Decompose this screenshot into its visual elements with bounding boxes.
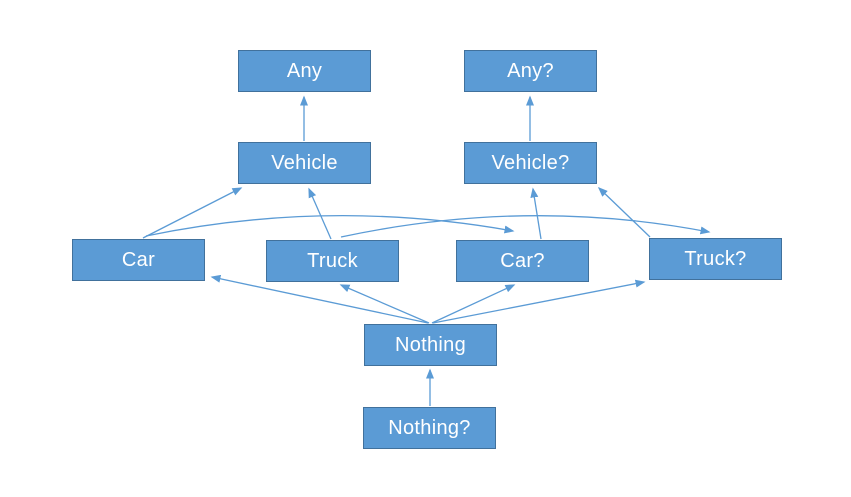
node-label-truck_q: Truck? <box>684 247 747 270</box>
edge-car-to-car_q <box>145 215 515 237</box>
node-nothing: Nothing <box>364 324 497 366</box>
edge-nothing-to-car <box>210 274 429 324</box>
node-any: Any <box>238 50 371 92</box>
node-label-car_q: Car? <box>500 249 545 272</box>
node-car_q: Car? <box>456 240 589 282</box>
node-vehicle_q: Vehicle? <box>464 142 597 184</box>
node-truck: Truck <box>266 240 399 282</box>
node-label-any_q: Any? <box>507 59 554 82</box>
node-label-car: Car <box>121 248 156 271</box>
edge-group <box>142 95 711 406</box>
node-car: Car <box>72 239 205 281</box>
edge-truck-to-vehicle <box>308 187 332 240</box>
node-label-truck: Truck <box>307 249 358 272</box>
node-truck_q: Truck? <box>649 238 782 280</box>
edge-nothing-to-truck <box>339 284 430 324</box>
node-label-vehicle: Vehicle <box>271 151 338 174</box>
node-any_q: Any? <box>464 50 597 92</box>
edge-car_q-to-vehicle_q <box>530 187 542 240</box>
node-nothing_q: Nothing? <box>363 407 496 449</box>
node-vehicle: Vehicle <box>238 142 371 184</box>
edge-truck_q-to-vehicle_q <box>597 186 651 238</box>
node-label-nothing: Nothing <box>394 333 467 356</box>
edge-nothing-to-truck_q <box>432 279 646 324</box>
edge-nothing-to-car_q <box>431 284 516 324</box>
node-label-any: Any <box>286 59 323 82</box>
node-label-nothing_q: Nothing? <box>388 416 471 439</box>
node-label-vehicle_q: Vehicle? <box>491 151 570 174</box>
edge-truck-to-truck_q <box>340 215 711 238</box>
edge-car-to-vehicle <box>142 187 243 239</box>
